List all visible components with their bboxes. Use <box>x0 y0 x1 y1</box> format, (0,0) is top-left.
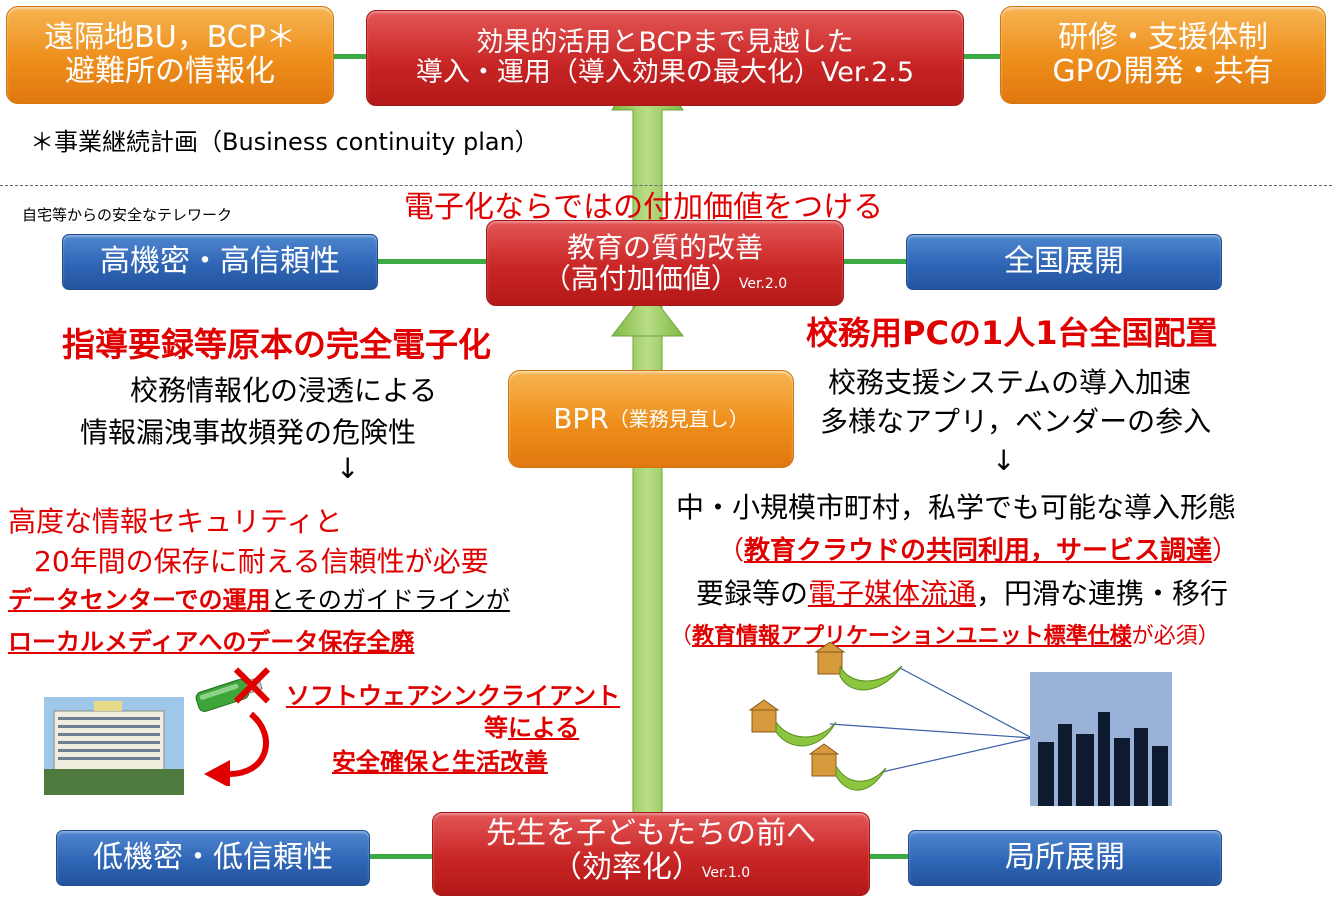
training-line1: 研修・支援体制 <box>1058 20 1268 56</box>
nationwide-label: 全国展開 <box>1004 244 1124 280</box>
remote-bcp-box: 遠隔地BU，BCP＊ 避難所の情報化 <box>6 6 334 104</box>
local-deploy-box: 局所展開 <box>908 830 1222 886</box>
low-security-box: 低機密・低信頼性 <box>56 830 370 886</box>
right-line4-close: ） <box>1212 536 1239 566</box>
electronic-media-circulation: 電子媒体流通 <box>808 577 977 610</box>
usb-memory-icon <box>195 676 263 712</box>
ver25-line1: 効果的活用とBCPまで見越した <box>476 26 854 58</box>
remote-bcp-line2: 避難所の情報化 <box>65 54 275 89</box>
local-media-abolish: ローカルメディアへのデータ保存全廃 <box>8 628 415 656</box>
nationwide-box: 全国展開 <box>906 234 1222 290</box>
cross-mark-icon: ✕ <box>226 650 278 723</box>
left-down-arrow: ↓ <box>336 452 360 485</box>
soft-etc: 等 <box>484 714 508 742</box>
bottom-connector-left <box>368 854 434 859</box>
app-unit-standard: 教育情報アプリケーションユニット標準仕様 <box>692 624 1132 649</box>
high-security-box: 高機密・高信頼性 <box>62 234 378 290</box>
ver10-line1: 先生を子どもたちの前へ <box>486 816 816 851</box>
right-line5-b: ，円滑な連携・移行 <box>976 577 1229 610</box>
right-line5: 要録等の電子媒体流通，円滑な連携・移行 <box>696 572 1228 612</box>
right-line6-tail: が必須） <box>1131 624 1220 649</box>
ver10-box: 先生を子どもたちの前へ （効率化）Ver.1.0 <box>432 812 870 896</box>
curved-return-arrow <box>204 711 270 786</box>
right-line4-open: （ <box>718 536 745 566</box>
bottom-connector-right <box>868 854 910 859</box>
remote-bcp-line1: 遠隔地BU，BCP＊ <box>44 20 296 56</box>
soft-by: による <box>508 714 580 742</box>
ver20-line2: （高付加価値）Ver.2.0 <box>543 263 787 294</box>
ver20-box: 教育の質的改善 （高付加価値）Ver.2.0 <box>486 220 844 306</box>
mid-connector-left <box>376 259 488 264</box>
telework-note: 自宅等からの安全なテレワーク <box>22 206 233 224</box>
ver20-paren: （高付加価値） <box>542 262 739 295</box>
ver10-line2: （効率化）Ver.1.0 <box>551 849 751 885</box>
bpr-box: BPR（業務見直し） <box>508 370 794 468</box>
ver25-box: 効果的活用とBCPまで見越した 導入・運用（導入効果の最大化）Ver.2.5 <box>366 10 964 106</box>
left-line1: 校務情報化の浸透による <box>130 374 438 407</box>
soft-line2: 等による <box>484 708 579 743</box>
bcp-footnote: ＊事業継続計画（Business continuity plan） <box>30 128 539 156</box>
right-line5-a: 要録等の <box>696 577 809 610</box>
high-security-label: 高機密・高信頼性 <box>100 244 340 280</box>
bpr-sub-label: （業務見直し） <box>608 406 749 431</box>
ver20-line1: 教育の質的改善 <box>566 230 763 264</box>
mid-connector-right <box>842 259 908 264</box>
datacenter-operation: データセンターでの運用 <box>8 586 271 614</box>
left-red1: 高度な情報セキュリティと <box>8 505 343 538</box>
section-divider <box>0 185 1332 186</box>
left-line2: 情報漏洩事故頻発の危険性 <box>80 416 417 449</box>
value-added-slogan: 電子化ならではの付加価値をつける <box>404 190 884 225</box>
top-connector-right <box>960 54 1002 59</box>
vertical-progress-arrow-head-2 <box>610 289 685 337</box>
training-line2: GPの開発・共有 <box>1052 54 1274 89</box>
ver10-paren: （効率化） <box>551 849 702 885</box>
office-building-image <box>44 697 184 795</box>
right-line6: （教育情報アプリケーションユニット標準仕様が必須） <box>670 618 1220 650</box>
school-icons <box>748 642 846 777</box>
ver20-version: Ver.2.0 <box>738 276 788 292</box>
right-line4: （教育クラウドの共同利用，サービス調達） <box>718 530 1238 567</box>
ver10-version: Ver.1.0 <box>701 864 751 881</box>
schools-cloud-illustration <box>748 642 1172 806</box>
left-heading: 指導要録等原本の完全電子化 <box>62 325 491 364</box>
right-line3: 中・小規模市町村，私学でも可能な導入形態 <box>676 491 1237 524</box>
safety-improvement: 安全確保と生活改善 <box>332 748 548 776</box>
right-line6-open: （ <box>670 624 693 649</box>
soft-thin-client: ソフトウェアシンクライアント <box>286 682 621 710</box>
right-line2: 多様なアプリ，ベンダーの参入 <box>820 405 1212 438</box>
top-connector-left <box>330 54 370 59</box>
training-support-box: 研修・支援体制 GPの開発・共有 <box>1000 6 1326 104</box>
bpr-label: BPR <box>553 402 609 436</box>
right-heading: 校務用PCの1人1台全国配置 <box>806 314 1218 352</box>
right-down-arrow: ↓ <box>992 444 1016 477</box>
right-line1: 校務支援システムの導入加速 <box>828 366 1192 399</box>
left-red2: 20年間の保存に耐える信頼性が必要 <box>34 545 489 578</box>
ver25-line2: 導入・運用（導入効果の最大化）Ver.2.5 <box>415 57 915 88</box>
low-security-label: 低機密・低信頼性 <box>93 840 333 876</box>
local-deploy-label: 局所展開 <box>1005 840 1125 876</box>
guideline-text: とそのガイドラインが <box>270 586 510 614</box>
left-line3: データセンターでの運用とそのガイドラインが <box>8 580 510 615</box>
education-cloud: 教育クラウドの共同利用，サービス調達 <box>744 536 1213 566</box>
